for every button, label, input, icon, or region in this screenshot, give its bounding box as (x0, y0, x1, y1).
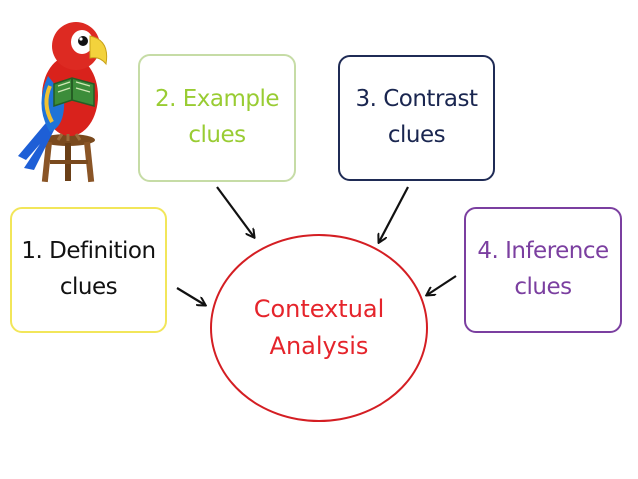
arrow-definition-to-center (176, 287, 205, 305)
book-icon (53, 77, 95, 108)
center-label-line2: Analysis (269, 332, 369, 360)
arrow-example-to-center (216, 186, 254, 237)
arrow-contrast-to-center (379, 186, 409, 242)
inference-clues-line2: clues (514, 274, 572, 300)
definition-clues-line2: clues (59, 274, 118, 300)
example-clues-line2: clues (188, 122, 246, 148)
example-clues-box: 2. Example clues (138, 54, 296, 182)
center-label-line1: Contextual (253, 294, 385, 323)
definition-clues-line1: 1. Definition (21, 238, 156, 265)
contrast-clues-box: 3. Contrast clues (338, 55, 495, 181)
contrast-clues-line1: 3. Contrast (355, 86, 478, 113)
contextual-analysis-circle: Contextual Analysis (210, 234, 428, 422)
inference-clues-box: 4. Inference clues (464, 207, 622, 333)
definition-clues-box: 1. Definition clues (10, 207, 167, 333)
parrot-reading-book-illustration (18, 22, 108, 183)
example-clues-line1: 2. Example (154, 86, 280, 113)
arrow-inference-to-center (427, 275, 457, 295)
contrast-clues-line2: clues (387, 122, 446, 148)
inference-clues-line1: 4. Inference (477, 238, 609, 265)
